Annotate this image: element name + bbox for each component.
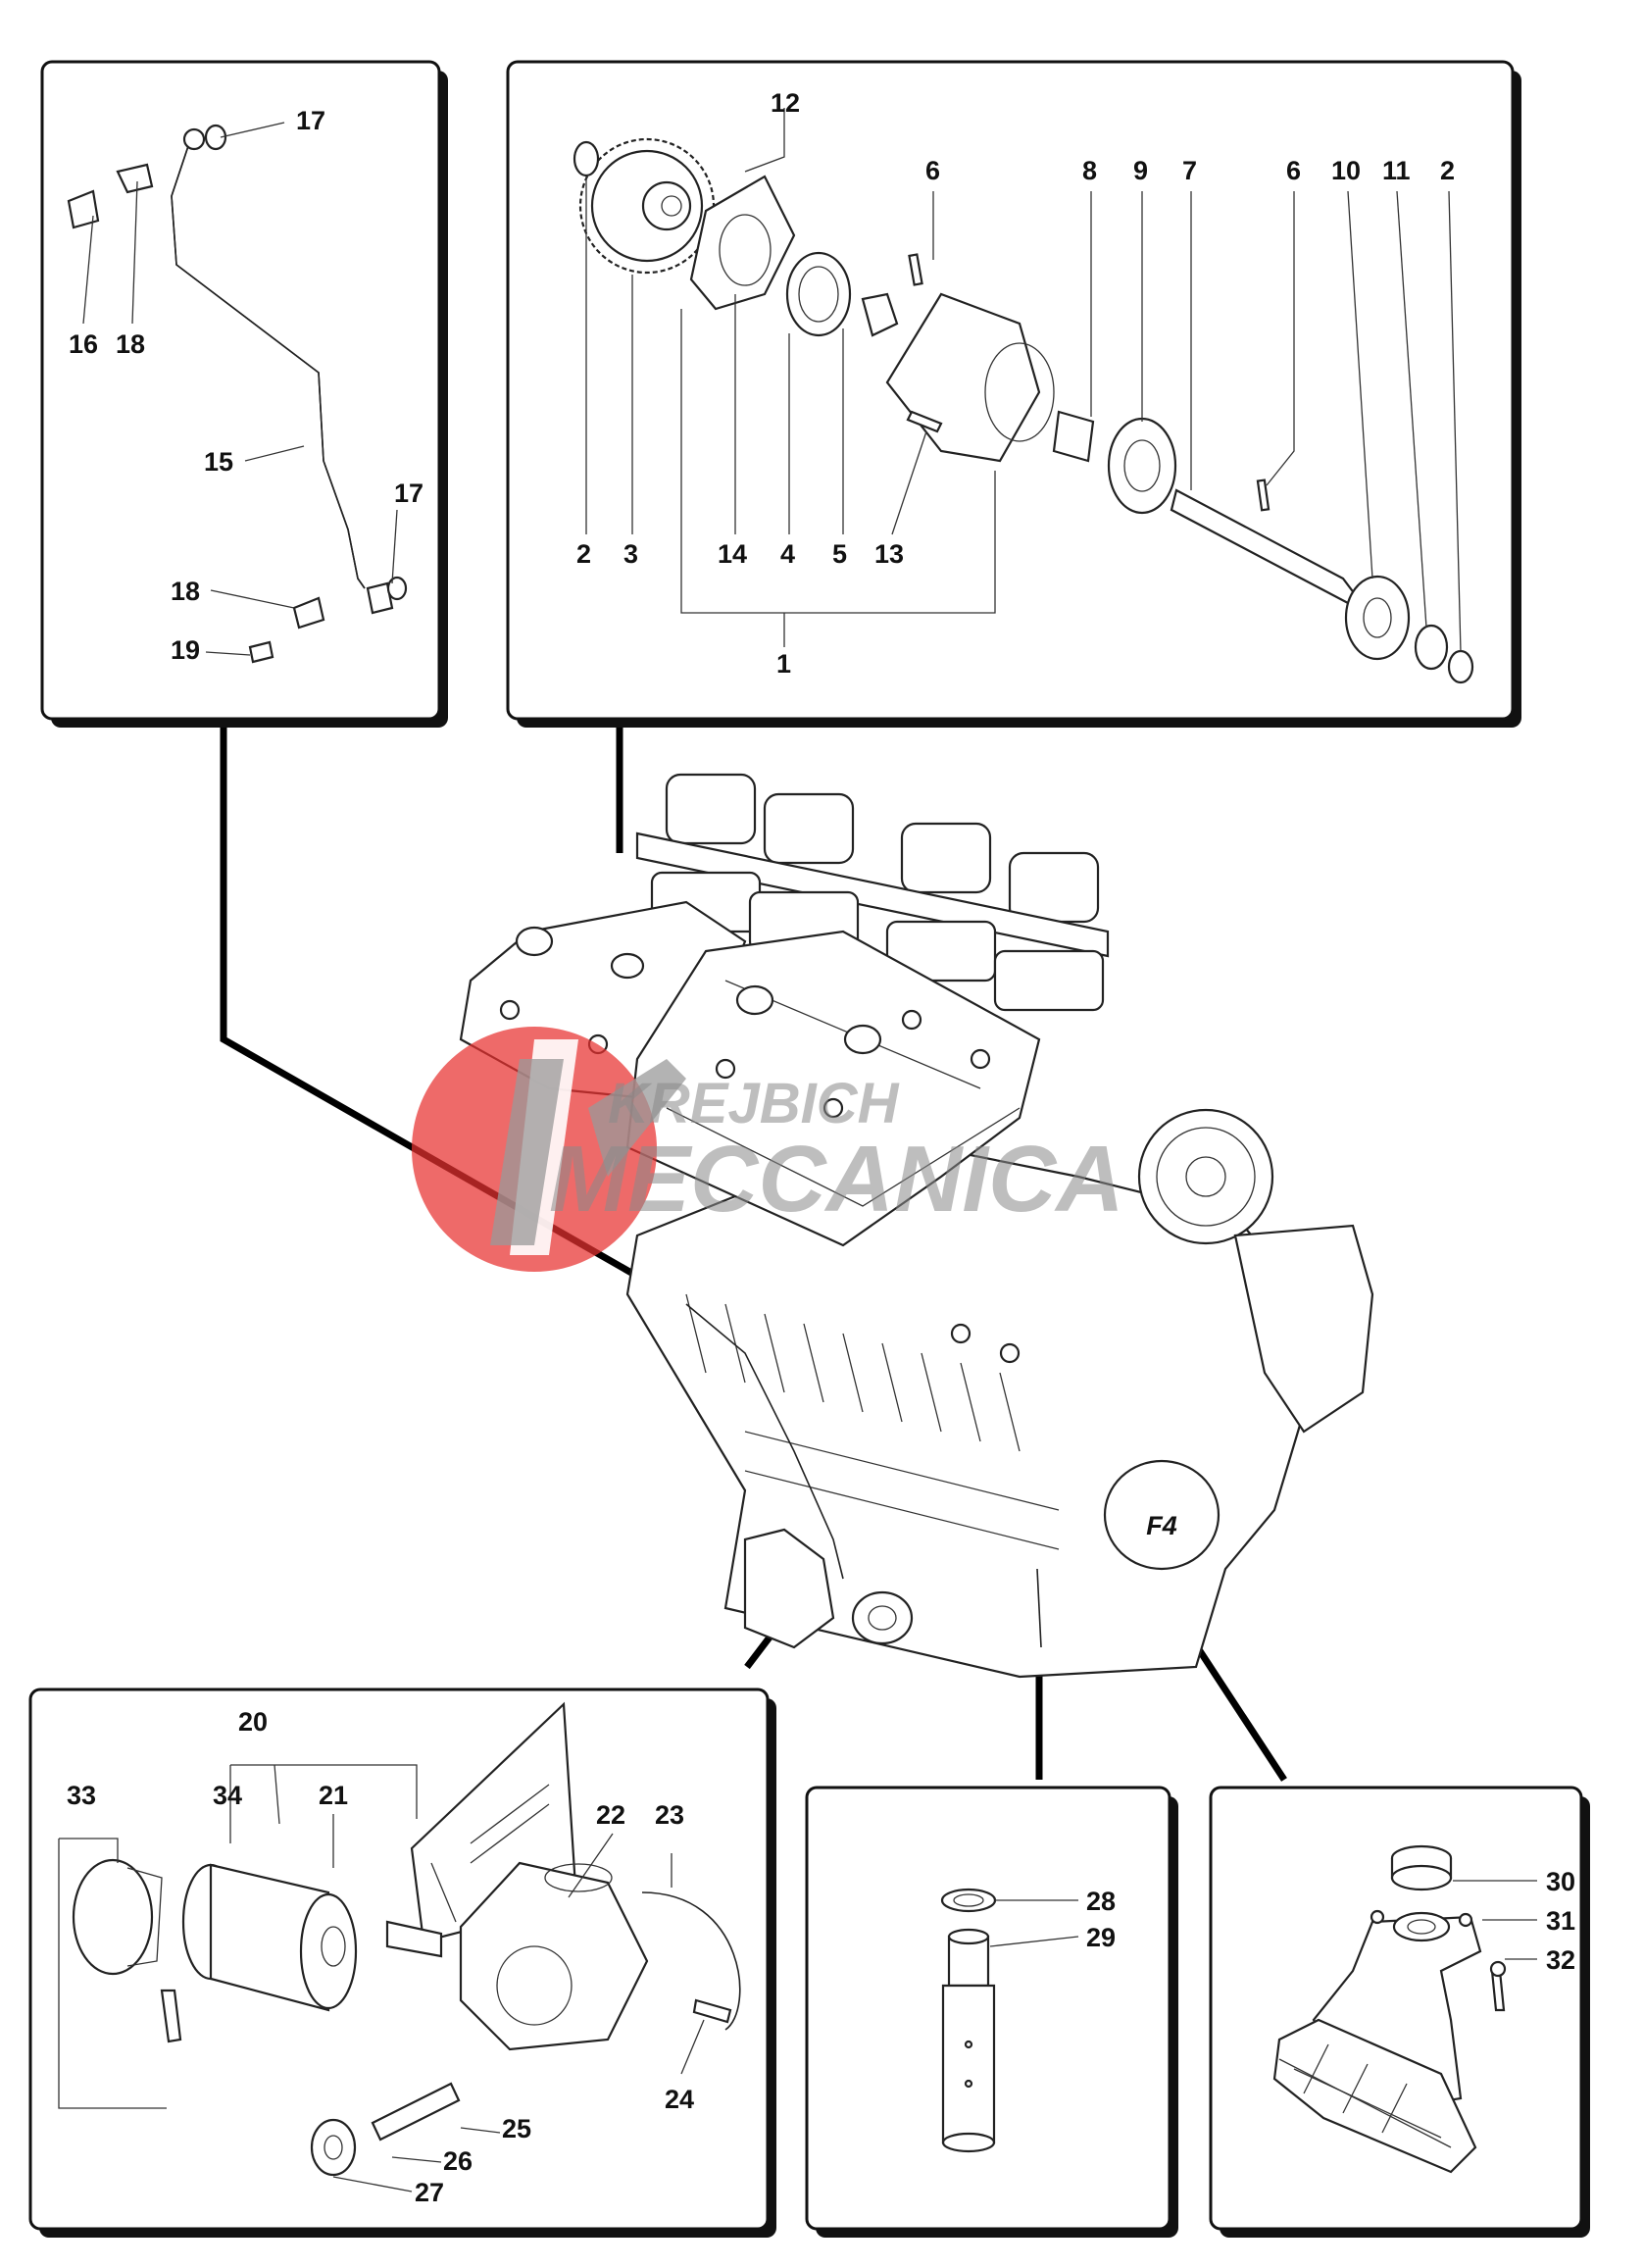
callout-13: 13 — [874, 539, 904, 569]
callout-9: 9 — [1133, 156, 1148, 185]
callout-27: 27 — [415, 2178, 444, 2207]
callout-18: 18 — [116, 329, 145, 359]
callout-25: 25 — [502, 2114, 531, 2143]
callout-3: 3 — [623, 539, 638, 569]
callout-33: 33 — [67, 1781, 96, 1810]
callout-8: 8 — [1082, 156, 1097, 185]
callout-20: 20 — [238, 1707, 268, 1737]
callout-12: 12 — [771, 88, 800, 118]
callout-10: 10 — [1331, 156, 1361, 185]
panel-oil-pump: 12 6 8 9 7 6 10 11 2 2 3 14 4 5 13 1 — [506, 60, 1521, 728]
watermark-logo: KREJBICH MECCANICA — [412, 1027, 1124, 1272]
callout-14: 14 — [718, 539, 747, 569]
callout-16: 16 — [69, 329, 98, 359]
callout-30: 30 — [1546, 1867, 1575, 1896]
callout-34: 34 — [213, 1781, 242, 1810]
callout-24: 24 — [665, 2085, 694, 2114]
cover-badge: F4 — [1146, 1511, 1177, 1540]
callout-26: 26 — [443, 2146, 473, 2176]
engine-illustration: F4 — [459, 773, 1374, 1679]
callout-18: 18 — [171, 577, 200, 606]
watermark-line1: KREJBICH — [608, 1072, 900, 1135]
plug-body — [941, 1984, 996, 2144]
callout-2: 2 — [576, 539, 591, 569]
callout-7: 7 — [1182, 156, 1197, 185]
callout-2: 2 — [1440, 156, 1455, 185]
callout-22: 22 — [596, 1800, 625, 1830]
timing-gear — [1137, 1108, 1274, 1245]
callout-4: 4 — [780, 539, 795, 569]
callout-31: 31 — [1546, 1906, 1575, 1936]
callout-29: 29 — [1086, 1923, 1116, 1952]
sealing-washer — [940, 1888, 997, 1913]
panel-drain-plug: 28 29 — [805, 1786, 1178, 2238]
callout-6: 6 — [925, 156, 940, 185]
panel-oil-filter: 20 33 34 21 22 23 24 25 26 27 — [28, 1688, 776, 2238]
watermark-line2: MECCANICA — [549, 1127, 1124, 1232]
filter-housing-on-engine — [743, 1528, 835, 1649]
callout-11: 11 — [1382, 156, 1411, 185]
throttle-bodies — [635, 773, 1110, 1012]
callout-21: 21 — [319, 1781, 348, 1810]
callout-6: 6 — [1286, 156, 1301, 185]
callout-32: 32 — [1546, 1945, 1575, 1975]
callout-19: 19 — [171, 635, 200, 665]
clutch-cover — [1103, 1459, 1221, 1571]
callout-1: 1 — [776, 649, 791, 679]
callout-17: 17 — [394, 479, 423, 508]
callout-15: 15 — [204, 447, 233, 477]
callout-28: 28 — [1086, 1887, 1116, 1916]
callout-5: 5 — [832, 539, 847, 569]
callout-23: 23 — [655, 1800, 684, 1830]
panel-oil-pipe: 17 16 18 15 17 18 19 — [40, 60, 448, 728]
callout-17: 17 — [296, 106, 325, 135]
panel-oil-sump: 30 31 32 — [1209, 1786, 1590, 2238]
